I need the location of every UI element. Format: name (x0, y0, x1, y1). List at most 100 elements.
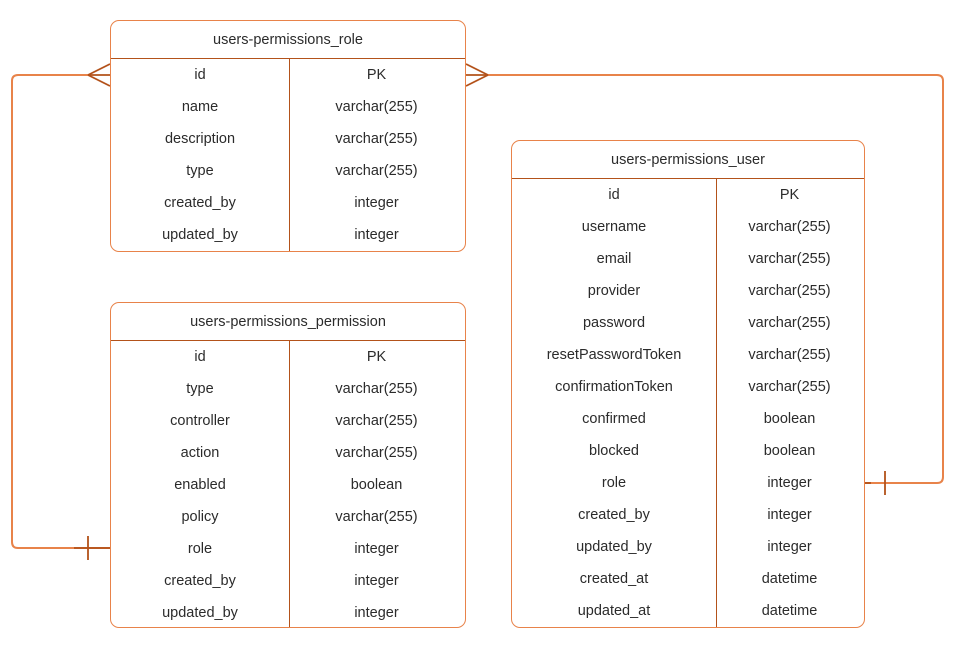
attribute-type: integer (354, 605, 399, 621)
attribute-type: PK (366, 349, 387, 365)
attribute-type: varchar(255) (748, 347, 831, 363)
attribute-row[interactable]: blocked boolean (512, 435, 864, 467)
column-divider (289, 59, 290, 251)
attribute-name: type (186, 163, 214, 179)
attribute-name: description (164, 131, 236, 147)
entity-attribute-list: id PK username varchar(255) email varchar(255… (512, 179, 864, 627)
relationship-line[interactable] (11, 74, 110, 549)
attribute-name: password (582, 315, 646, 331)
attribute-name: created_at (579, 571, 649, 587)
attribute-type: integer (767, 539, 812, 555)
crowsfoot-prong-upper (465, 63, 489, 76)
attribute-name: provider (587, 283, 641, 299)
attribute-name: id (194, 349, 206, 365)
attribute-type: varchar(255) (748, 251, 831, 267)
attribute-name: username (581, 219, 647, 235)
attribute-type: varchar(255) (335, 413, 418, 429)
attribute-type: varchar(255) (335, 131, 418, 147)
attribute-type: varchar(255) (335, 509, 418, 525)
attribute-type: PK (779, 187, 800, 203)
attribute-type: integer (354, 195, 399, 211)
attribute-name: email (596, 251, 632, 267)
attribute-type: boolean (763, 411, 816, 427)
crowsfoot-many-marker (465, 63, 489, 87)
attribute-row[interactable]: created_by integer (512, 499, 864, 531)
column-divider (716, 179, 717, 627)
attribute-name: type (186, 381, 214, 397)
attribute-type: varchar(255) (748, 379, 831, 395)
attribute-row[interactable]: enabled boolean (111, 469, 465, 501)
attribute-row[interactable]: action varchar(255) (111, 437, 465, 469)
crowsfoot-many-marker (87, 63, 111, 87)
attribute-row[interactable]: confirmed boolean (512, 403, 864, 435)
attribute-type: varchar(255) (748, 219, 831, 235)
attribute-type: integer (354, 573, 399, 589)
relationship-role-to-permission (11, 63, 111, 560)
attribute-row[interactable]: updated_by integer (111, 219, 465, 251)
attribute-row[interactable]: id PK (512, 179, 864, 211)
attribute-type: varchar(255) (335, 99, 418, 115)
attribute-name: confirmationToken (555, 379, 673, 395)
attribute-type: boolean (763, 443, 816, 459)
attribute-row[interactable]: name varchar(255) (111, 91, 465, 123)
attribute-row[interactable]: confirmationToken varchar(255) (512, 371, 864, 403)
attribute-row[interactable]: password varchar(255) (512, 307, 864, 339)
attribute-name: name (181, 99, 219, 115)
attribute-row[interactable]: created_by integer (111, 187, 465, 219)
attribute-row[interactable]: description varchar(255) (111, 123, 465, 155)
attribute-row[interactable]: role integer (512, 467, 864, 499)
attribute-row[interactable]: username varchar(255) (512, 211, 864, 243)
attribute-name: id (608, 187, 620, 203)
attribute-type: varchar(255) (335, 445, 418, 461)
attribute-type: boolean (350, 477, 403, 493)
attribute-name: policy (181, 509, 219, 525)
attribute-name: confirmed (582, 411, 646, 427)
attribute-type: integer (354, 541, 399, 557)
attribute-type: integer (354, 227, 399, 243)
attribute-name: role (601, 475, 627, 491)
attribute-name: updated_by (162, 605, 238, 621)
attribute-name: updated_by (162, 227, 238, 243)
crowsfoot-prong-lower (465, 74, 489, 87)
attribute-type: PK (366, 67, 387, 83)
attribute-name: updated_at (577, 603, 651, 619)
attribute-type: varchar(255) (748, 283, 831, 299)
entity-title: users-permissions_permission (111, 303, 465, 341)
crowsfoot-prong-upper (87, 63, 111, 76)
column-divider (289, 341, 290, 627)
attribute-row[interactable]: created_at datetime (512, 563, 864, 595)
attribute-type: integer (767, 507, 812, 523)
attribute-type: datetime (761, 571, 818, 587)
attribute-name: created_by (578, 507, 650, 523)
attribute-row[interactable]: email varchar(255) (512, 243, 864, 275)
attribute-row[interactable]: provider varchar(255) (512, 275, 864, 307)
attribute-name: blocked (589, 443, 639, 459)
attribute-type: integer (767, 475, 812, 491)
attribute-name: action (180, 445, 220, 461)
attribute-row[interactable]: updated_by integer (111, 597, 465, 627)
attribute-name: created_by (164, 573, 236, 589)
attribute-name: controller (170, 413, 230, 429)
attribute-row[interactable]: id PK (111, 341, 465, 373)
crowsfoot-prong-lower (87, 74, 111, 87)
entity-title: users-permissions_role (111, 21, 465, 59)
entity-title: users-permissions_user (512, 141, 864, 179)
attribute-row[interactable]: created_by integer (111, 565, 465, 597)
attribute-row[interactable]: controller varchar(255) (111, 405, 465, 437)
attribute-type: varchar(255) (748, 315, 831, 331)
attribute-row[interactable]: policy varchar(255) (111, 501, 465, 533)
attribute-name: created_by (164, 195, 236, 211)
attribute-name: enabled (174, 477, 226, 493)
